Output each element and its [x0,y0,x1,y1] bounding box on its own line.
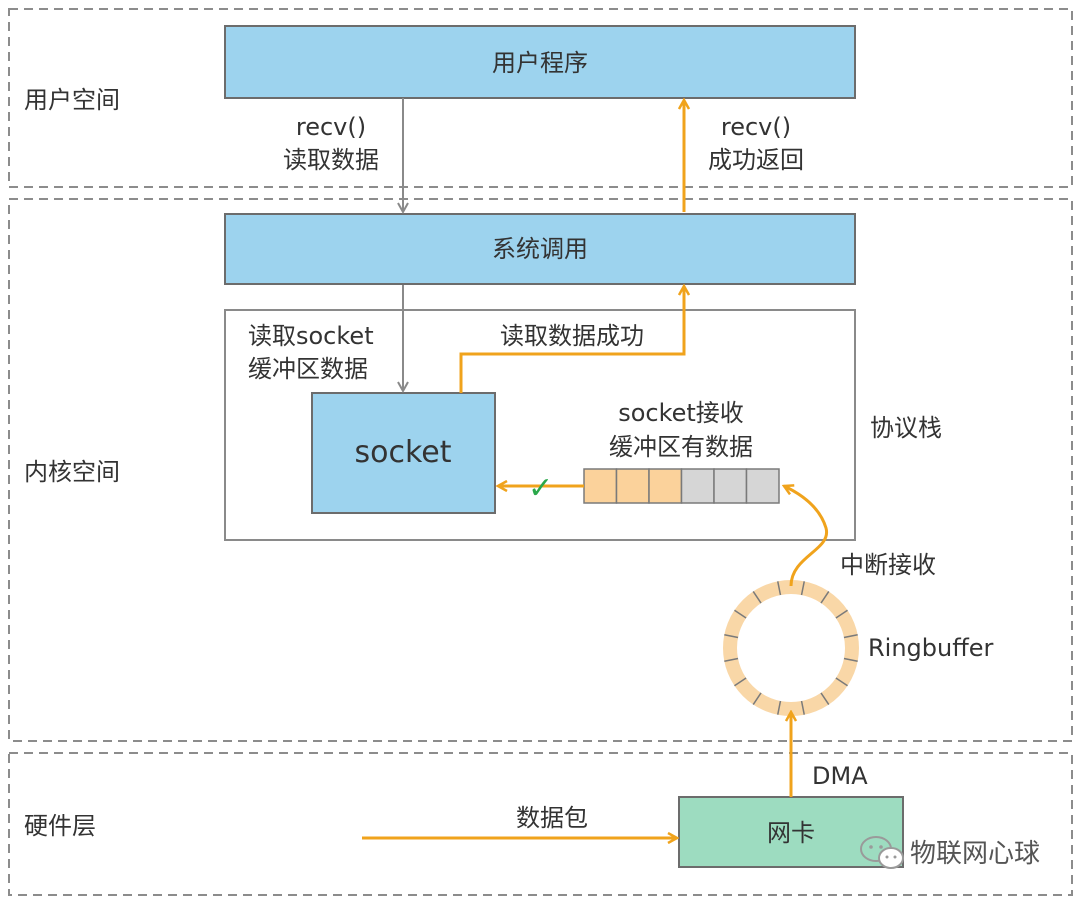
hardware-layer-label: 硬件层 [24,812,96,840]
socket-label: socket [354,435,451,470]
buffer-cell-filled [615,468,650,504]
read-socket-label-line2: 缓冲区数据 [248,355,368,383]
ringbuffer-tick [835,677,848,687]
read-socket-label-line1: 读取socket [248,322,374,350]
nic-label: 网卡 [767,819,815,847]
ringbuffer-ticks [724,581,858,715]
recv-return-label-line1: recv() [721,113,791,141]
kernel-space-zone [8,198,1073,742]
ringbuffer-tick [724,633,739,639]
read-success-label: 读取数据成功 [500,322,644,350]
buffer-label-line1: socket接收 [618,399,744,427]
ringbuffer-label: Ringbuffer [868,634,994,662]
system-call-label: 系统调用 [492,235,588,263]
recv-call-label-line1: recv() [296,113,366,141]
ringbuffer-tick [776,700,782,715]
user-program-box [224,25,856,99]
ringbuffer-tick [820,692,830,705]
packet-label: 数据包 [516,804,588,832]
ringbuffer-tick [734,609,747,619]
socket-box [311,392,496,514]
nic-box [678,796,904,868]
ringbuffer-tick [776,581,782,596]
dma-label: DMA [812,762,868,790]
system-call-box [224,213,856,285]
interrupt-receive-label: 中断接收 [840,551,936,579]
buffer-cell-empty [713,468,748,504]
hardware-layer-zone [8,752,1073,896]
watermark-text: 物联网心球 [910,839,1040,869]
protocol-stack-box [224,309,856,541]
recv-call-label-line2: 读取数据 [283,146,379,174]
read-success-arrow [459,286,684,393]
ringbuffer-tick [800,700,806,715]
check-icon: ✓ [528,471,553,506]
ringbuffer-tick [724,657,739,663]
buffer-cell-filled [648,468,683,504]
buffer-cell-empty [745,468,780,504]
user-program-label: 用户程序 [492,49,588,77]
ringbuffer-tick [752,692,762,705]
ringbuffer-tick [843,657,858,663]
kernel-space-label: 内核空间 [24,458,120,486]
buffer-cell-filled [583,468,618,504]
ringbuffer-tick [752,591,762,604]
interrupt-receive-arrow [784,486,828,587]
ringbuffer-tick [843,633,858,639]
ringbuffer-tick [835,609,848,619]
recv-return-label-line2: 成功返回 [708,146,804,174]
ringbuffer-icon [723,580,859,716]
socket-receive-buffer [583,468,780,504]
ringbuffer-tick [800,581,806,596]
ringbuffer-tick [820,591,830,604]
user-space-label: 用户空间 [24,86,120,114]
buffer-label-line2: 缓冲区有数据 [609,433,753,461]
wechat-icon [860,836,904,869]
protocol-stack-label: 协议栈 [870,414,942,442]
user-space-zone [8,8,1073,188]
buffer-cell-empty [680,468,715,504]
ringbuffer-tick [734,677,747,687]
